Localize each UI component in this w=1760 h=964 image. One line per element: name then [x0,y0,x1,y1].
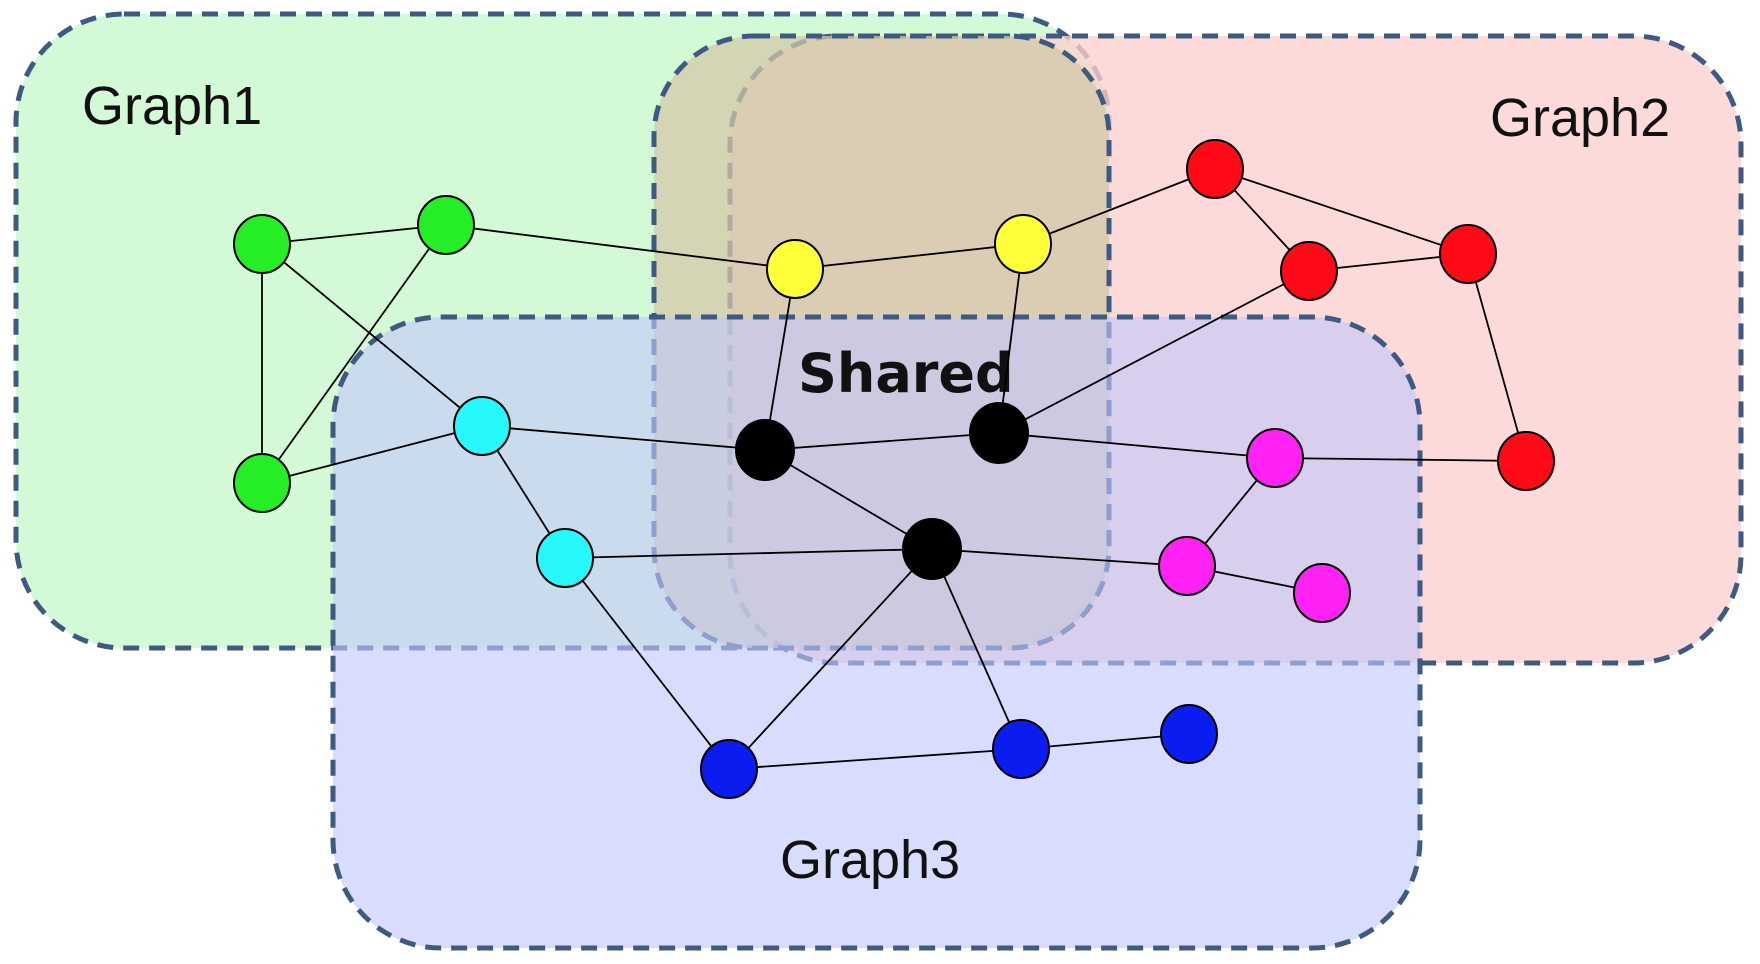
black-node-k1 [735,419,795,481]
magenta-node-m1 [1246,428,1304,488]
nodes [233,139,1555,799]
shared-label: Shared [798,342,1014,405]
black-node-k3 [902,518,962,580]
red-node-r4 [1497,431,1555,491]
edge-r1-r3 [1214,168,1469,255]
edge-g1-g2 [261,224,447,245]
red-node-r1 [1186,139,1244,199]
red-node-r2 [1280,241,1338,301]
edge-g2-y1 [445,224,796,270]
red-node-r3 [1439,224,1497,284]
magenta-node-m3 [1293,563,1351,623]
edge-k2-m1 [998,432,1276,459]
green-node-g2 [417,195,475,255]
magenta-node-m2 [1158,536,1216,596]
edge-y2-k2 [998,243,1024,434]
edge-k1-k2 [764,432,1000,451]
edge-k3-m2 [931,548,1188,567]
cyan-node-c2 [536,528,594,588]
blue-node-b1 [700,739,758,799]
edge-k1-k3 [764,449,933,550]
edge-r3-r4 [1467,253,1527,462]
edge-c2-b1 [564,557,730,770]
region-labels: Graph1 Graph2 Graph3 Shared [82,76,1670,890]
green-node-g3 [233,453,291,513]
yellow-node-y1 [766,239,824,299]
cyan-node-c1 [453,396,511,456]
blue-node-b2 [992,719,1050,779]
blue-node-b3 [1160,704,1218,764]
edge-c2-k3 [564,548,933,559]
graph3-region [330,314,1423,951]
edge-c1-k1 [481,425,766,451]
edge-y1-y2 [794,243,1024,270]
edge-m1-r4 [1274,457,1527,462]
graph2-label: Graph2 [1490,88,1670,148]
edge-g1-c1 [261,243,483,427]
black-node-k2 [969,402,1029,464]
edge-r2-k2 [998,270,1310,434]
edge-g3-c1 [261,425,483,484]
yellow-node-y2 [994,214,1052,274]
edge-g2-g3 [261,224,447,484]
edge-y2-r1 [1022,168,1216,245]
green-node-g1 [233,214,291,274]
edge-b1-b2 [728,748,1022,770]
edge-k3-b2 [931,548,1022,750]
graph1-label: Graph1 [82,76,262,136]
graph3-label: Graph3 [780,830,960,890]
edge-k3-b1 [728,548,933,770]
